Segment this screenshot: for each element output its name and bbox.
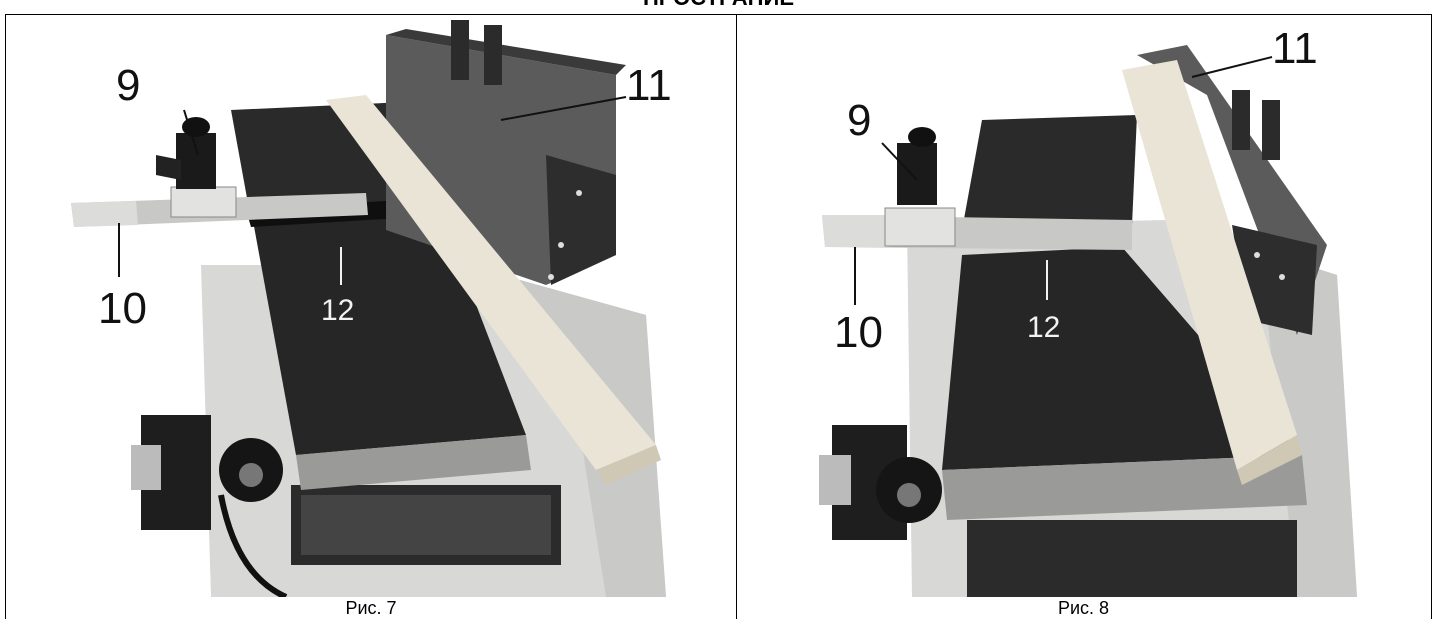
page-heading: ПРОСТРАНИЕ: [0, 0, 1437, 8]
callout-9: 9: [847, 96, 871, 145]
callout-12: 12: [321, 294, 354, 327]
figure-7-caption: Рис. 7: [345, 598, 397, 618]
figure-divider: [736, 15, 737, 619]
callout-10: 10: [834, 308, 883, 357]
callout-9: 9: [116, 61, 140, 110]
callout-12: 12: [1027, 311, 1060, 344]
figure-7-photo: 9 11 10 12: [6, 15, 736, 597]
callout-11: 11: [626, 61, 672, 110]
callout-11: 11: [1272, 24, 1318, 73]
figure-8-caption: Рис. 8: [1057, 598, 1110, 618]
callout-10: 10: [98, 284, 147, 333]
figure-8-photo: 11 9 10 12: [737, 15, 1430, 597]
figure-table-frame: [5, 14, 1432, 619]
